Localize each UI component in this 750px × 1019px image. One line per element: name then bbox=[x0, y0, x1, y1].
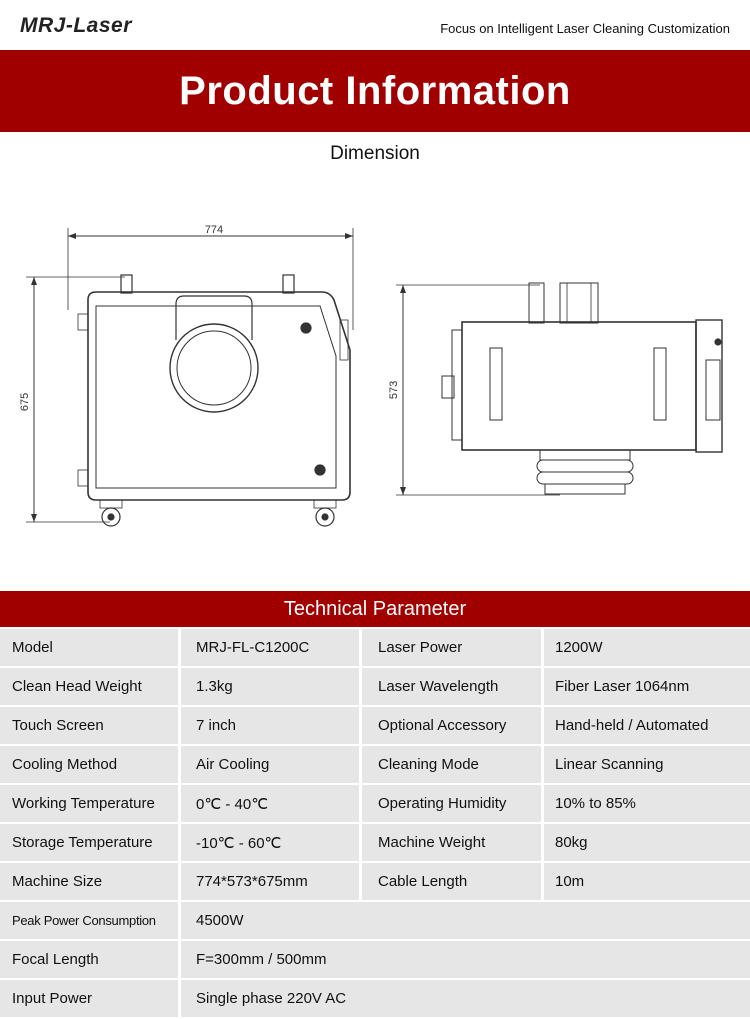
table-row: Storage Temperature -10℃ - 60℃ Machine W… bbox=[0, 824, 750, 861]
spec-label: Laser Power bbox=[362, 629, 541, 666]
tagline: Focus on Intelligent Laser Cleaning Cust… bbox=[440, 21, 730, 36]
technical-parameter-title: Technical Parameter bbox=[283, 597, 467, 620]
height-dimension-label: 675 bbox=[19, 393, 31, 411]
product-info-banner: Product Information bbox=[0, 50, 750, 132]
spec-label: Model bbox=[0, 629, 178, 666]
spec-value: 4500W bbox=[181, 902, 750, 939]
front-view-drawing: 774 675 573 bbox=[19, 224, 723, 527]
spec-table: Model MRJ-FL-C1200C Laser Power 1200W Cl… bbox=[0, 629, 750, 1019]
brand-logo: MRJ-Laser bbox=[20, 14, 132, 37]
spec-value: 774*573*675mm bbox=[181, 863, 359, 900]
spec-value: Linear Scanning bbox=[544, 746, 750, 783]
spec-label: Cleaning Mode bbox=[362, 746, 541, 783]
table-row: Input Power Single phase 220V AC bbox=[0, 980, 750, 1017]
spec-label: Machine Size bbox=[0, 863, 178, 900]
spec-label: Clean Head Weight bbox=[0, 668, 178, 705]
spec-label: Peak Power Consumption bbox=[0, 902, 178, 939]
spec-label: Laser Wavelength bbox=[362, 668, 541, 705]
depth-dimension-label: 573 bbox=[388, 381, 400, 399]
table-row: Working Temperature 0℃ - 40℃ Operating H… bbox=[0, 785, 750, 822]
spec-label: Working Temperature bbox=[0, 785, 178, 822]
table-row: Focal Length F=300mm / 500mm bbox=[0, 941, 750, 978]
table-row: Model MRJ-FL-C1200C Laser Power 1200W bbox=[0, 629, 750, 666]
dimension-title: Dimension bbox=[330, 143, 420, 164]
spec-label: Touch Screen bbox=[0, 707, 178, 744]
table-row: Peak Power Consumption 4500W bbox=[0, 902, 750, 939]
spec-label: Machine Weight bbox=[362, 824, 541, 861]
spec-value: MRJ-FL-C1200C bbox=[181, 629, 359, 666]
spec-value: 10m bbox=[544, 863, 750, 900]
spec-value: 7 inch bbox=[181, 707, 359, 744]
spec-value: 1200W bbox=[544, 629, 750, 666]
spec-value: Fiber Laser 1064nm bbox=[544, 668, 750, 705]
table-row: Machine Size 774*573*675mm Cable Length … bbox=[0, 863, 750, 900]
technical-parameter-bar: Technical Parameter bbox=[0, 591, 750, 627]
top-header: MRJ-Laser Focus on Intelligent Laser Cle… bbox=[0, 0, 750, 50]
spec-value: Hand-held / Automated bbox=[544, 707, 750, 744]
spec-label: Storage Temperature bbox=[0, 824, 178, 861]
spec-value: 80kg bbox=[544, 824, 750, 861]
spec-value: -10℃ - 60℃ bbox=[181, 824, 359, 861]
dimension-drawings: 774 675 573 bbox=[0, 180, 750, 580]
spec-label: Input Power bbox=[0, 980, 178, 1017]
spec-label: Optional Accessory bbox=[362, 707, 541, 744]
spec-label: Cable Length bbox=[362, 863, 541, 900]
spec-label: Operating Humidity bbox=[362, 785, 541, 822]
width-dimension-label: 774 bbox=[205, 224, 223, 236]
table-row: Clean Head Weight 1.3kg Laser Wavelength… bbox=[0, 668, 750, 705]
spec-label: Focal Length bbox=[0, 941, 178, 978]
spec-value: Air Cooling bbox=[181, 746, 359, 783]
spec-value: 1.3kg bbox=[181, 668, 359, 705]
table-row: Touch Screen 7 inch Optional Accessory H… bbox=[0, 707, 750, 744]
spec-value: 0℃ - 40℃ bbox=[181, 785, 359, 822]
table-row: Cooling Method Air Cooling Cleaning Mode… bbox=[0, 746, 750, 783]
spec-value: 10% to 85% bbox=[544, 785, 750, 822]
spec-value: F=300mm / 500mm bbox=[181, 941, 750, 978]
page-title: Product Information bbox=[179, 68, 571, 113]
spec-label: Cooling Method bbox=[0, 746, 178, 783]
spec-value: Single phase 220V AC bbox=[181, 980, 750, 1017]
